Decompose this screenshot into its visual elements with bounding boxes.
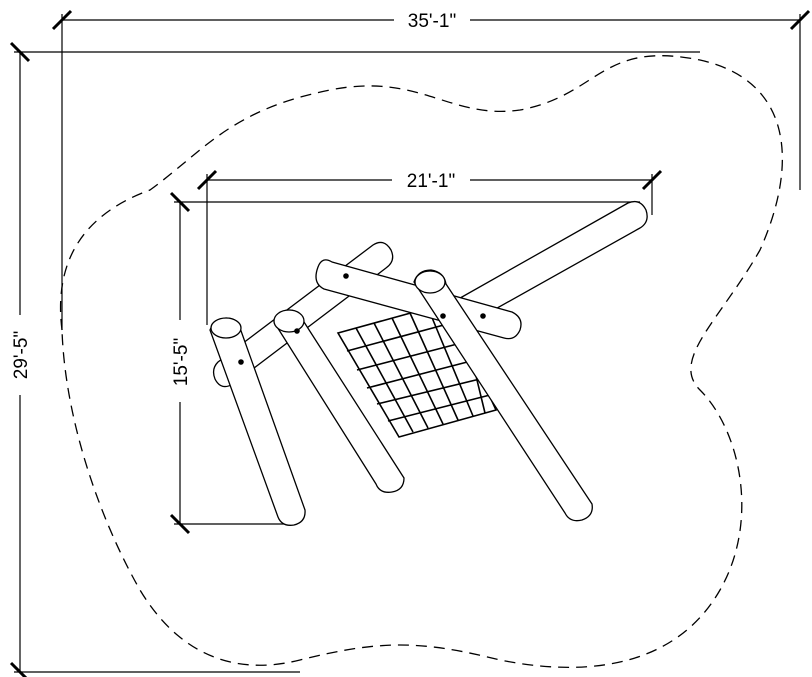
dimension-structure-depth: 15'-5" — [169, 191, 640, 535]
log-right-post — [413, 269, 593, 522]
use-zone-boundary — [60, 55, 783, 668]
bolt — [343, 273, 349, 279]
bolt — [440, 313, 446, 319]
dimension-label-overall-depth: 29'-5" — [11, 331, 32, 379]
dimension-label-structure-depth: 15'-5" — [171, 338, 192, 386]
log-middle-post — [273, 309, 405, 493]
dimension-overall-depth: 29'-5" — [9, 41, 700, 677]
bolt — [294, 328, 300, 334]
play-structure — [209, 200, 648, 526]
post-cap — [273, 309, 305, 333]
log-back-beam — [445, 200, 648, 331]
post-cap — [414, 270, 446, 294]
bolt — [238, 359, 244, 365]
dimension-overall-width: 35'-1" — [51, 9, 811, 330]
bolt — [480, 313, 486, 319]
dimension-label-structure-width: 21'-1" — [407, 171, 455, 192]
post-cap — [210, 317, 242, 339]
dimension-label-overall-width: 35'-1" — [408, 11, 456, 32]
dimension-structure-width: 21'-1" — [196, 169, 663, 325]
